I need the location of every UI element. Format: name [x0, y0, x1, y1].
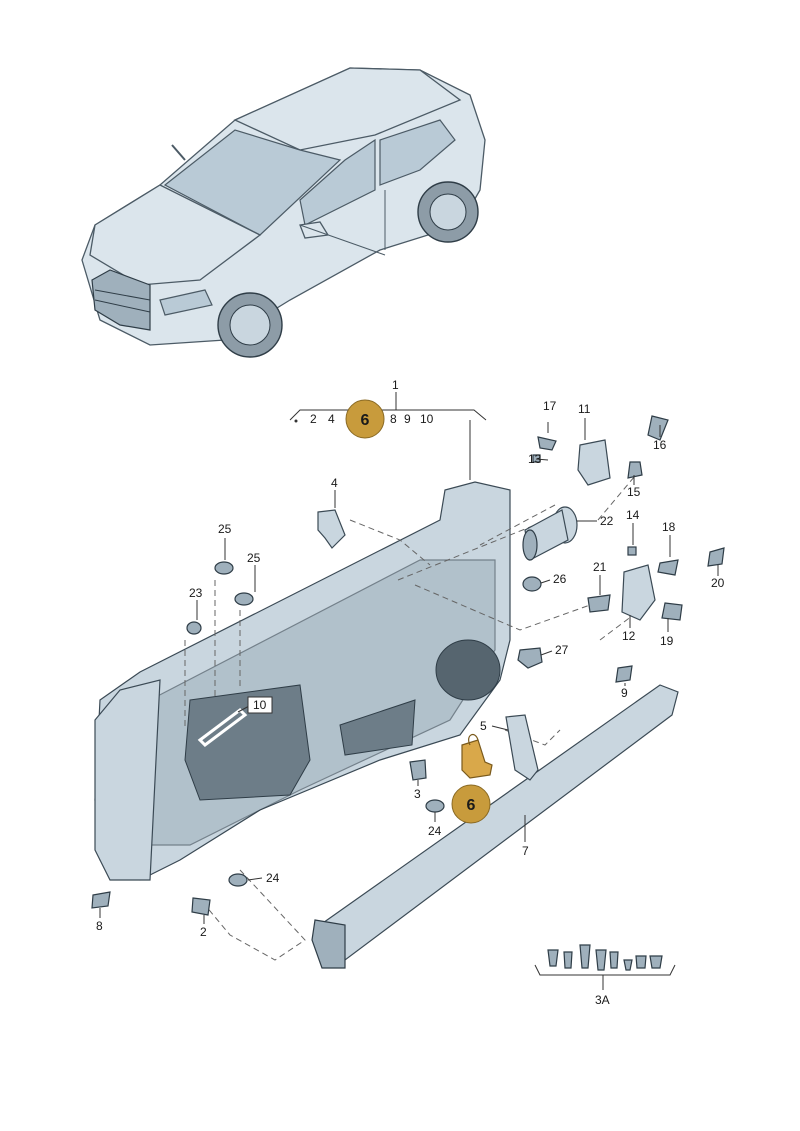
label-group-8: 8: [390, 412, 397, 426]
part-6-lock-mechanism: [461, 733, 493, 779]
part-23-grommet: [186, 621, 202, 635]
label-17: 17: [543, 399, 557, 413]
label-20: 20: [711, 576, 725, 590]
label-group-9: 9: [404, 412, 411, 426]
group-bracket-1: 1 2 4 8 9 10: [289, 378, 487, 480]
part-25a-grommet: [214, 561, 234, 575]
leader-lines: [99, 418, 719, 924]
label-4: 4: [331, 476, 338, 490]
label-12: 12: [622, 629, 636, 643]
part-11-hinge: [577, 439, 611, 486]
label-10: 10: [253, 698, 267, 712]
label-5: 5: [480, 719, 487, 733]
part-4-bracket: [317, 509, 346, 549]
part-27-plug: [517, 647, 543, 669]
part-25b-grommet: [234, 592, 254, 606]
label-1: 1: [392, 378, 399, 392]
label-25b: 25: [247, 551, 261, 565]
label-group-2: 2: [310, 412, 317, 426]
label-24a: 24: [428, 824, 442, 838]
screws: [91, 415, 725, 916]
label-10-box: [247, 696, 273, 714]
screw-set-icons: [547, 944, 663, 971]
label-8: 8: [96, 919, 103, 933]
part-12-check-strap: [621, 564, 656, 621]
label-24b: 24: [266, 871, 280, 885]
label-15: 15: [627, 485, 641, 499]
label-group-4: 4: [328, 412, 335, 426]
car-illustration-icon: [81, 67, 486, 358]
label-3: 3: [414, 787, 421, 801]
door-strip-part: [311, 684, 679, 969]
label-26: 26: [553, 572, 567, 586]
label-3a: 3A: [595, 993, 610, 1007]
part-26-washer: [522, 576, 542, 592]
screw-set-3a: 3A: [534, 944, 676, 1007]
label-group-10: 10: [420, 412, 434, 426]
label-27: 27: [555, 643, 569, 657]
highlight-callout-top: 6: [345, 399, 385, 439]
label-18: 18: [662, 520, 676, 534]
label-23: 23: [189, 586, 203, 600]
callout-6-bottom: 6: [467, 797, 476, 814]
callout-6-top: 6: [361, 412, 370, 429]
label-9: 9: [621, 686, 628, 700]
label-21: 21: [593, 560, 607, 574]
highlight-callout-bottom: 6: [451, 784, 491, 824]
label-11: 11: [578, 402, 591, 416]
label-22: 22: [600, 514, 614, 528]
label-14: 14: [626, 508, 640, 522]
label-7: 7: [522, 844, 529, 858]
label-16: 16: [653, 438, 667, 452]
part-22-hinge-pin: [522, 506, 578, 561]
label-19: 19: [660, 634, 674, 648]
part-5-striker: [505, 714, 539, 781]
part-14-nut: [627, 546, 637, 556]
label-13: 13: [528, 452, 542, 466]
door-shell-icon: [94, 481, 511, 881]
part-10-outline: [197, 708, 248, 747]
label-2: 2: [200, 925, 207, 939]
label-25a: 25: [218, 522, 232, 536]
part-labels: 4 25 25 23 10 17 11 13 16 15 22 14 18 20…: [96, 399, 725, 939]
